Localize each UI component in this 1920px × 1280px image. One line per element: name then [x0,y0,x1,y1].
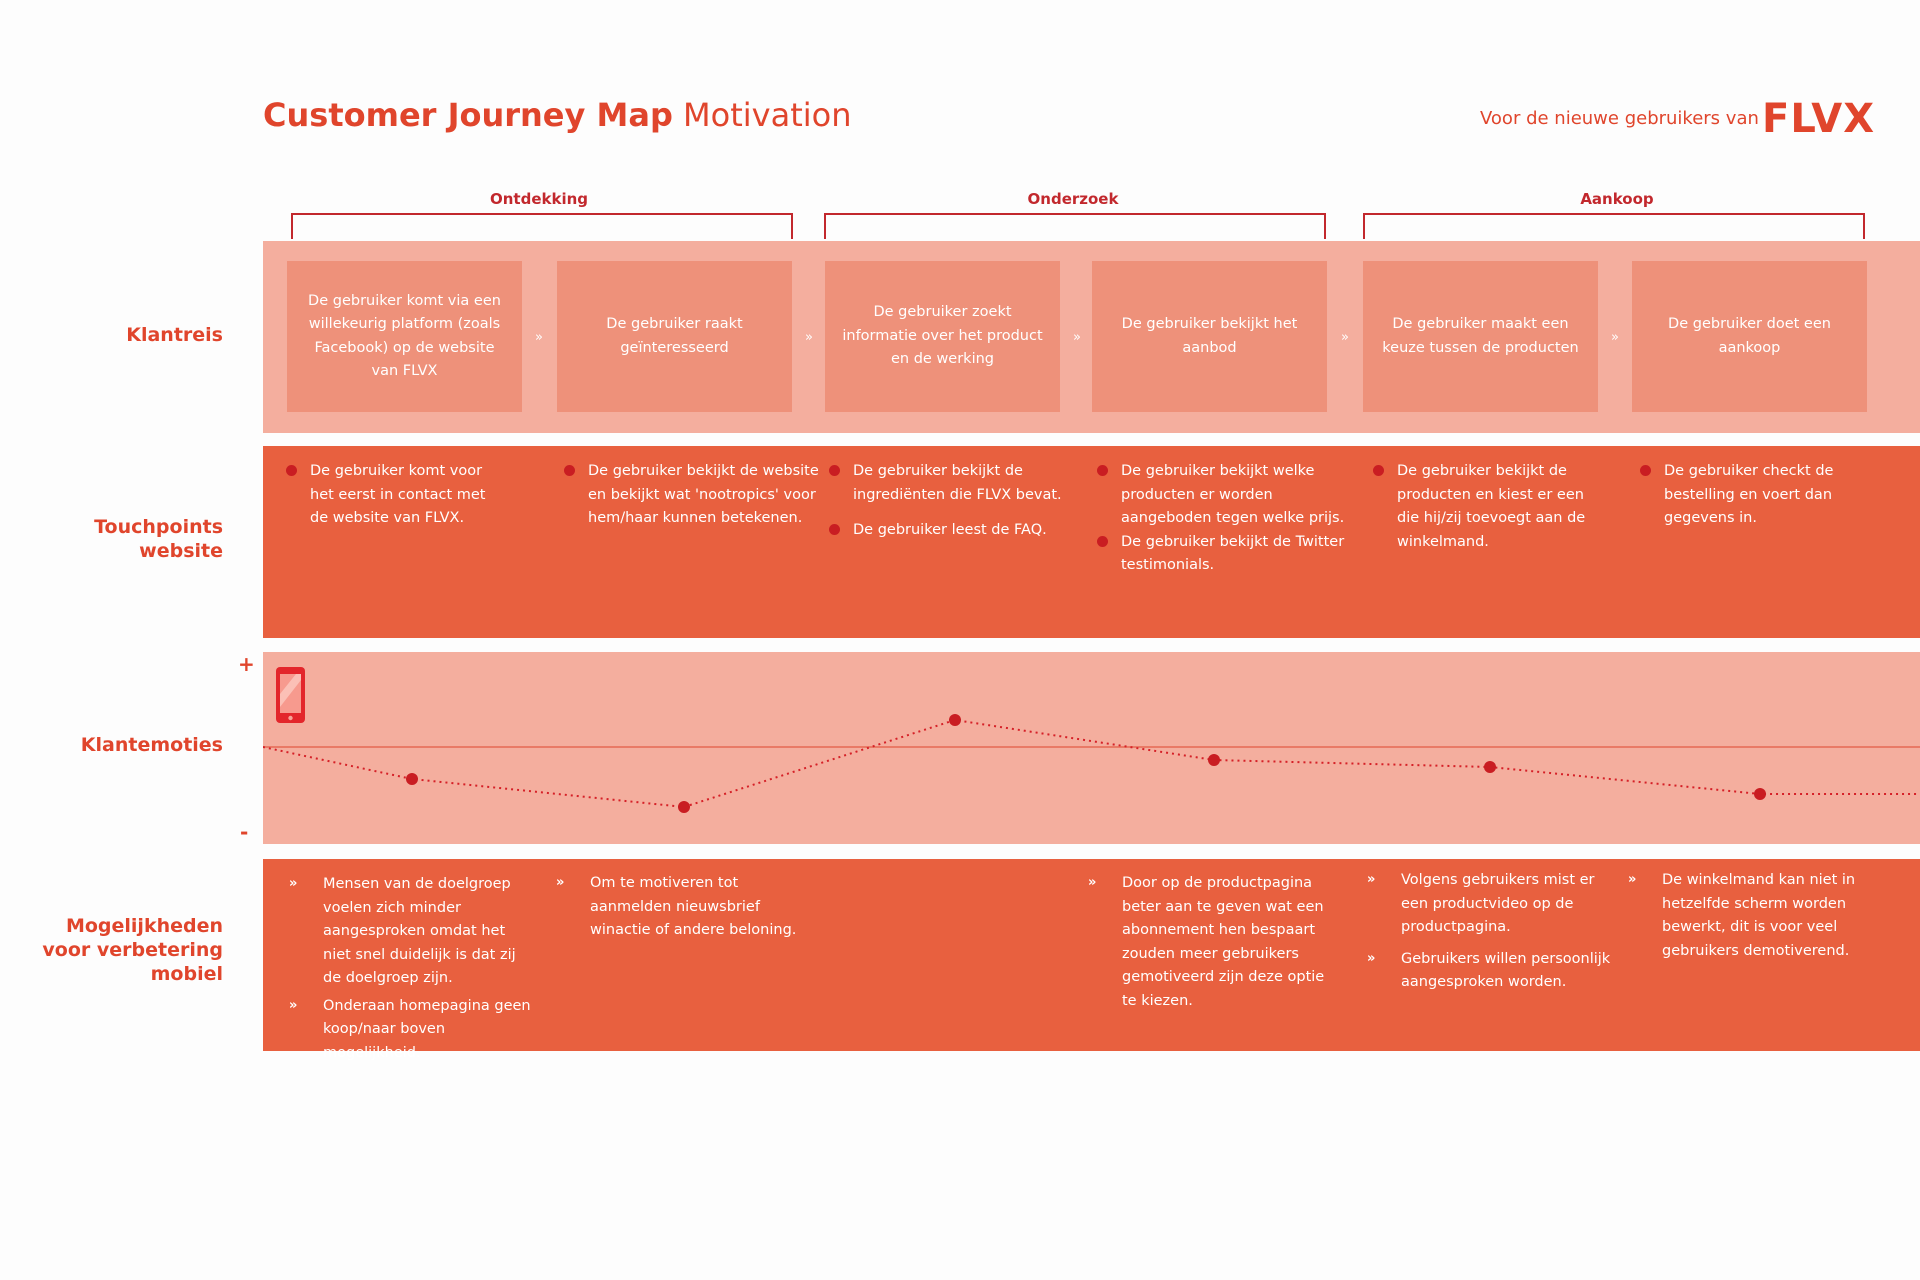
phase-label-onderzoek: Onderzoek [1027,190,1119,208]
double-chevron-icon: » [1088,875,1097,890]
row-label-touchpoints-line2: website [139,540,223,562]
opportunity-col-2: »Om te motiveren tot aanmelden nieuwsbri… [556,872,806,945]
opportunity-item: »Om te motiveren tot aanmelden nieuwsbri… [556,872,806,943]
emotion-point [1754,788,1766,800]
bullet-dot-icon [564,465,575,476]
double-chevron-icon: » [289,876,298,891]
step-arrow-5: » [1611,330,1619,345]
double-chevron-icon: » [1367,872,1376,887]
step-card-3: De gebruiker zoekt informatie over het p… [825,261,1060,412]
opportunity-col-6: »De winkelmand kan niet in hetzelfde sch… [1628,869,1874,965]
header-subtitle: Voor de nieuwe gebruikers van [1480,108,1759,129]
step-arrow-2: » [805,330,813,345]
phase-bracket-aankoop [1363,213,1865,239]
opportunity-item: »Onderaan homepagina geen koop/naar bove… [289,995,537,1066]
emotion-point [1208,754,1220,766]
touchpoint-col-1: De gebruiker komt voor het eerst in cont… [286,460,486,543]
emotion-point [406,773,418,785]
mogelijkheden-band [263,859,1920,1051]
bullet-dot-icon [1097,535,1108,547]
row-label-klantreis: Klantreis [126,324,223,346]
emotion-point [949,714,961,726]
emotion-point [678,801,690,813]
opportunity-col-1: »Mensen van de doelgroep voelen zich min… [289,873,537,1067]
page-title: Customer Journey Map Motivation [263,96,851,134]
phone-icon [276,667,305,723]
bullet-dot-icon [286,465,297,476]
double-chevron-icon: » [1628,872,1637,887]
step-arrow-1: » [535,330,543,345]
phase-label-aankoop: Aankoop [1580,190,1654,208]
emotion-line [263,718,1920,809]
touchpoint-item: De gebruiker leest de FAQ. [829,519,1077,543]
bullet-dot-icon [1373,465,1384,476]
touchpoint-item: De gebruiker bekijkt de Twitter testimon… [1097,531,1352,578]
double-chevron-icon: » [1367,950,1376,966]
step-card-5: De gebruiker maakt een keuze tussen de p… [1363,261,1598,412]
emotion-chart [263,667,1920,813]
row-label-emoties: Klantemoties [80,734,223,756]
title-light: Motivation [683,96,852,134]
opportunity-item: »De winkelmand kan niet in hetzelfde sch… [1628,869,1874,963]
step-card-6: De gebruiker doet een aankoop [1632,261,1867,412]
step-card-1: De gebruiker komt via een willekeurig pl… [287,261,522,412]
double-chevron-icon: » [556,875,565,890]
step-card-4: De gebruiker bekijkt het aanbod [1092,261,1327,412]
touchpoints-band [263,446,1920,638]
touchpoint-item: De gebruiker bekijkt de ingrediënten die… [829,460,1077,507]
touchpoint-col-5: De gebruiker bekijkt de producten en kie… [1373,460,1595,566]
touchpoint-item: De gebruiker bekijkt de producten en kie… [1373,460,1595,554]
phase-label-ontdekking: Ontdekking [489,190,589,208]
row-label-mogelijkheden-line1: Mogelijkheden [65,915,223,937]
emotion-minus-label: - [240,820,249,844]
row-label-mogelijkheden: Mogelijkheden voor verbetering mobiel [42,914,223,986]
opportunity-col-4: »Door op de productpagina beter aan te g… [1088,872,1336,1015]
touchpoint-item: De gebruiker bekijkt de website en bekij… [564,460,826,531]
touchpoint-col-6: De gebruiker checkt de bestelling en voe… [1640,460,1862,543]
touchpoint-col-4: De gebruiker bekijkt welke producten er … [1097,460,1352,590]
emotion-points [406,714,1766,813]
bullet-dot-icon [829,524,840,535]
opportunity-item: »Volgens gebruikers mist er een productv… [1367,869,1617,940]
step-arrow-4: » [1341,330,1349,345]
touchpoint-item: De gebruiker checkt de bestelling en voe… [1640,460,1862,531]
phase-bracket-onderzoek [824,213,1326,239]
step-arrow-3: » [1073,330,1081,345]
flvx-logo: FLVX [1762,96,1876,142]
opportunity-col-5: »Volgens gebruikers mist er een productv… [1367,869,1617,997]
row-label-mogelijkheden-line3: mobiel [150,963,223,985]
double-chevron-icon: » [289,997,298,1013]
bullet-dot-icon [1097,465,1108,476]
touchpoint-item: De gebruiker komt voor het eerst in cont… [286,460,486,531]
title-bold: Customer Journey Map [263,96,673,134]
opportunity-item: »Gebruikers willen persoonlijk aangespro… [1367,948,1617,995]
row-label-touchpoints: Touchpoints website [94,515,223,563]
touchpoint-col-2: De gebruiker bekijkt de website en bekij… [564,460,826,543]
opportunity-item: »Door op de productpagina beter aan te g… [1088,872,1336,1013]
row-label-touchpoints-line1: Touchpoints [94,516,223,538]
bullet-dot-icon [829,465,840,476]
bullet-dot-icon [1640,465,1651,476]
touchpoint-col-3: De gebruiker bekijkt de ingrediënten die… [829,460,1077,555]
row-label-mogelijkheden-line2: voor verbetering [42,939,223,961]
step-card-2: De gebruiker raakt geïnteresseerd [557,261,792,412]
phase-bracket-ontdekking [291,213,793,239]
touchpoint-item: De gebruiker bekijkt welke producten er … [1097,460,1352,531]
emotion-point [1484,761,1496,773]
emotion-plus-label: + [238,652,255,676]
opportunity-item: »Mensen van de doelgroep voelen zich min… [289,873,537,991]
